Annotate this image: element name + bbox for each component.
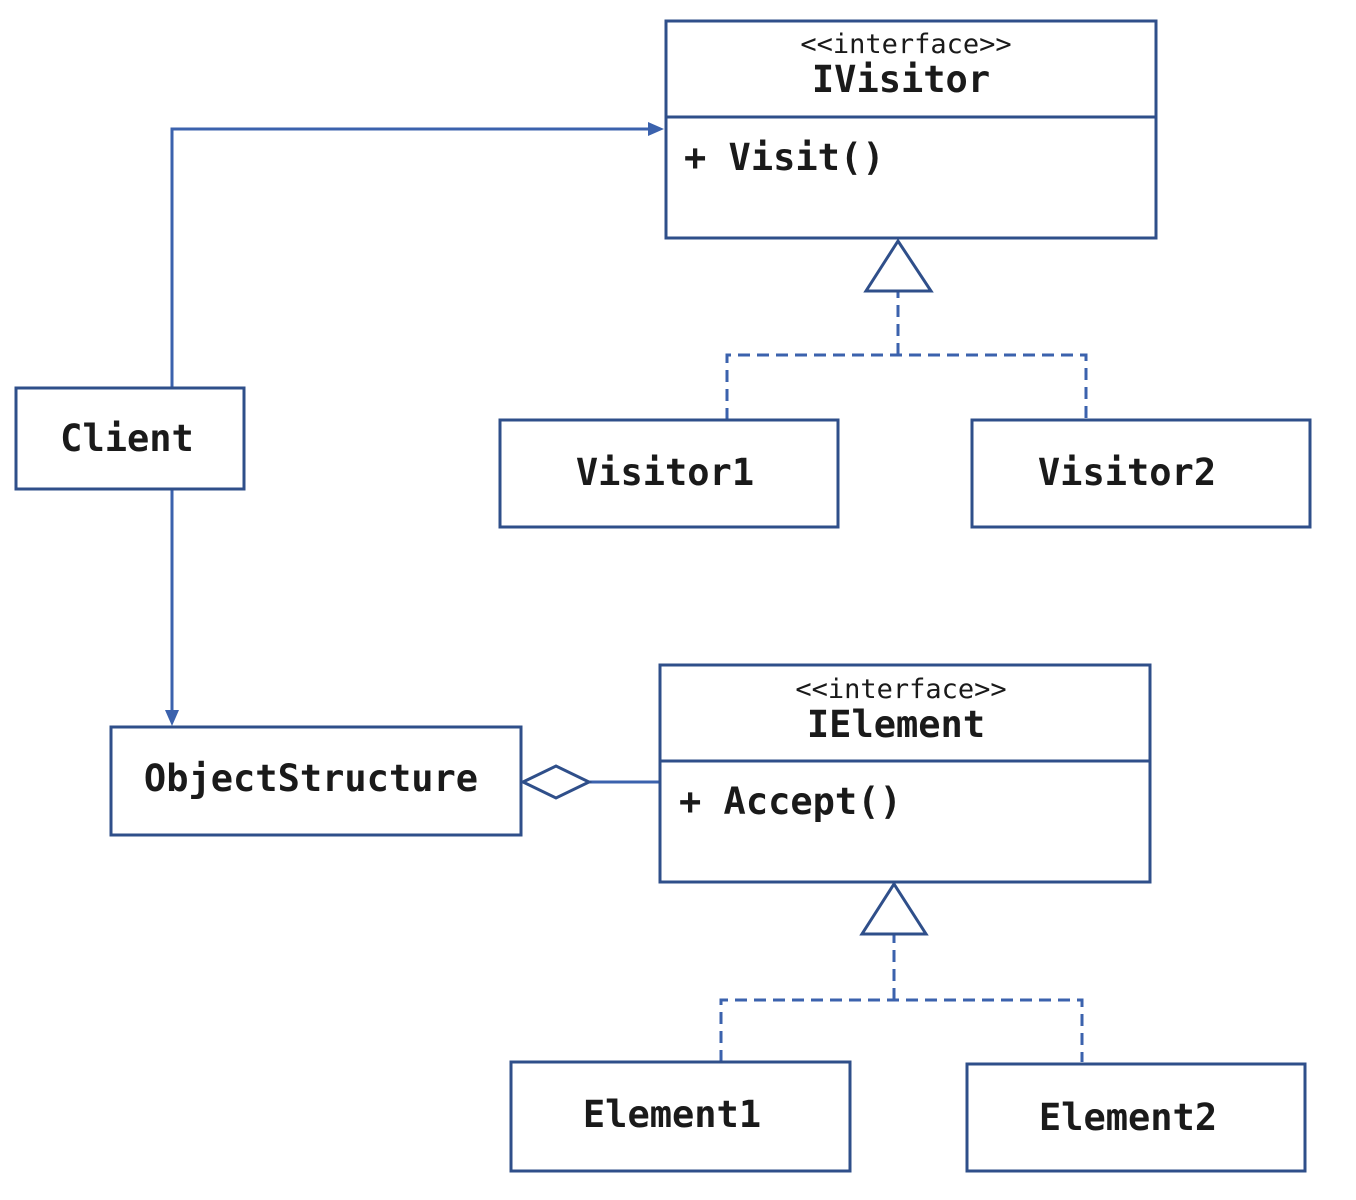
client-name: Client xyxy=(60,417,194,460)
element2-name: Element2 xyxy=(1039,1096,1217,1139)
visitor2-class-box: Visitor2 xyxy=(970,418,1312,529)
ivisitor-stereotype: <<interface>> xyxy=(800,29,1011,60)
element-realization-connectors xyxy=(719,881,1084,1062)
ivisitor-class-box: <<interface>> IVisitor + Visit() xyxy=(664,19,1158,240)
element1-name: Element1 xyxy=(583,1093,761,1136)
objectstructure-name: ObjectStructure xyxy=(144,757,478,800)
realization-triangle-icon xyxy=(859,881,929,936)
client-to-ivisitor-association xyxy=(170,122,664,388)
visitor1-class-box: Visitor1 xyxy=(498,418,840,529)
aggregation-diamond-icon xyxy=(519,764,593,800)
arrowhead-icon xyxy=(165,710,179,726)
ielement-stereotype: <<interface>> xyxy=(795,674,1006,705)
element2-class-box: Element2 xyxy=(965,1062,1307,1173)
ielement-method: + Accept() xyxy=(679,780,902,823)
ielement-name: IElement xyxy=(807,703,985,746)
client-class-box: Client xyxy=(14,386,246,491)
ivisitor-method: + Visit() xyxy=(684,136,884,179)
visitor-realization-connectors xyxy=(725,238,1088,420)
client-to-objectstructure-association xyxy=(165,489,179,726)
realization-triangle-icon xyxy=(863,238,934,293)
visitor2-name: Visitor2 xyxy=(1038,451,1216,494)
ivisitor-name: IVisitor xyxy=(812,58,990,101)
visitor1-name: Visitor1 xyxy=(576,451,754,494)
objectstructure-ielement-aggregation xyxy=(519,764,660,800)
objectstructure-class-box: ObjectStructure xyxy=(109,725,523,837)
ielement-class-box: <<interface>> IElement + Accept() xyxy=(658,663,1152,884)
arrowhead-icon xyxy=(648,122,664,136)
element1-class-box: Element1 xyxy=(509,1060,852,1173)
